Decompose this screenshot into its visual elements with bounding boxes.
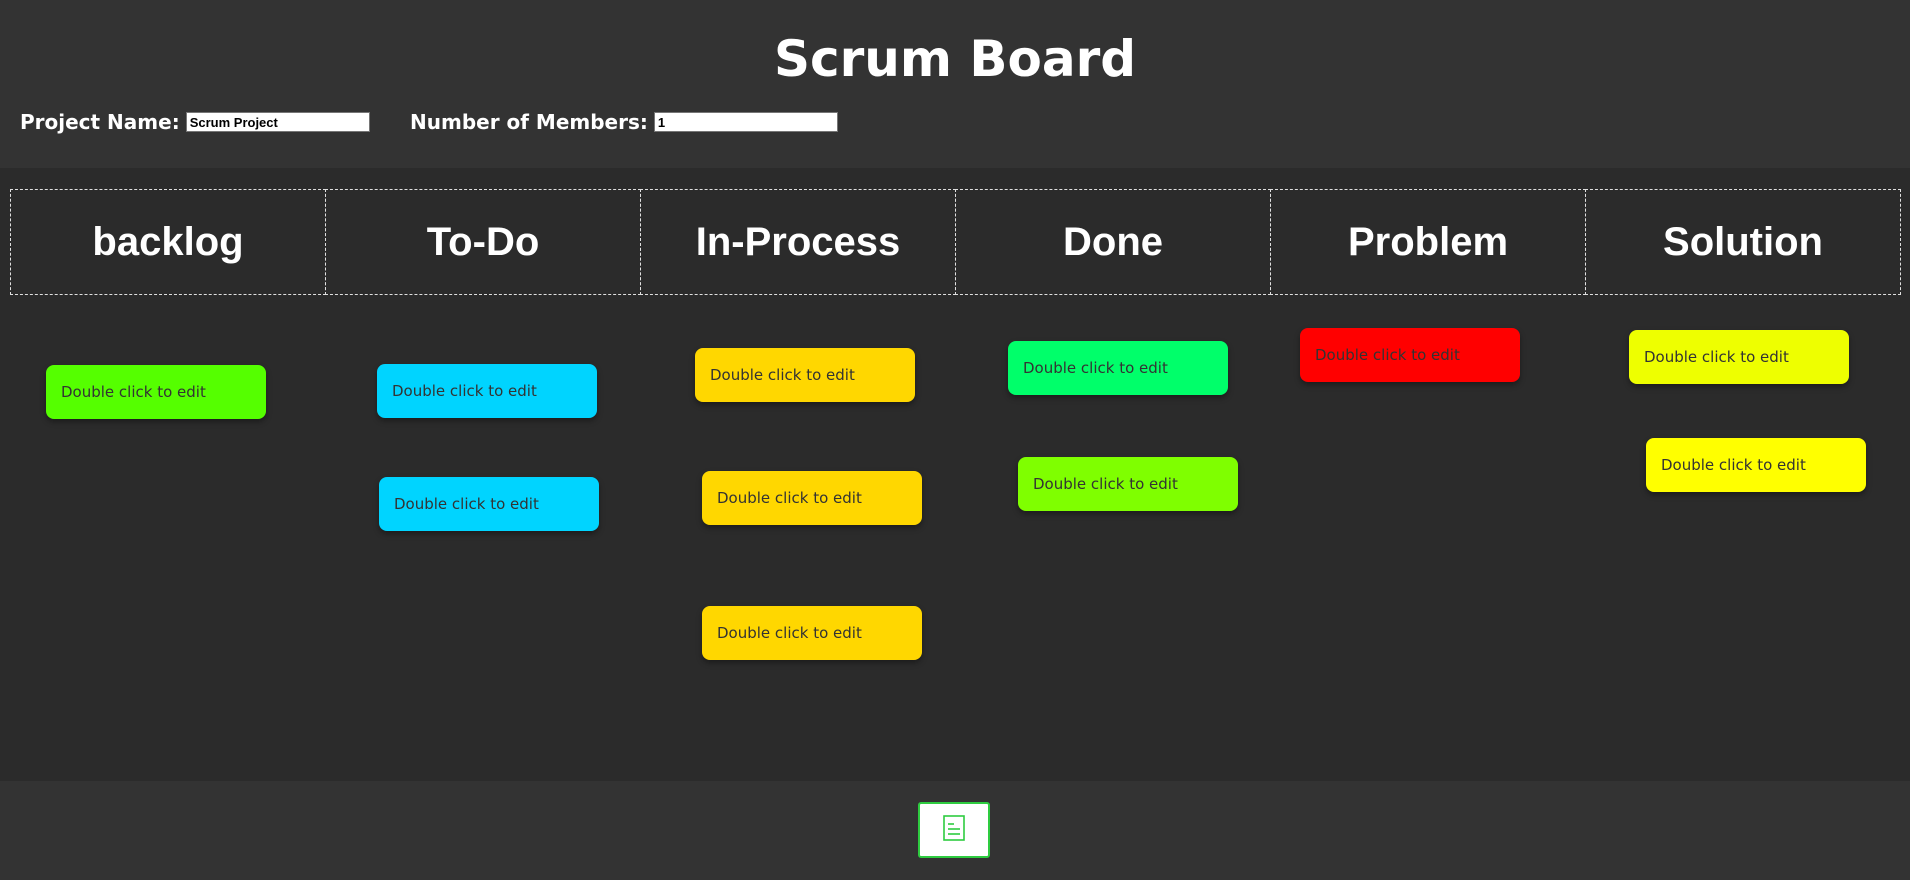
- members-input[interactable]: [653, 112, 838, 132]
- sticky-note-backlog[interactable]: Double click to edit: [46, 365, 266, 419]
- add-note-button[interactable]: [918, 802, 990, 858]
- sticky-note-todo[interactable]: Double click to edit: [379, 477, 599, 531]
- sticky-note-problem[interactable]: Double click to edit: [1300, 328, 1520, 382]
- column-header-backlog: backlog: [10, 189, 326, 295]
- sticky-note-in-process[interactable]: Double click to edit: [702, 471, 922, 525]
- column-header-done: Done: [955, 189, 1271, 295]
- sticky-note-solution[interactable]: Double click to edit: [1646, 438, 1866, 492]
- page-title: Scrum Board: [773, 30, 1137, 88]
- project-name-field: Project Name:: [20, 110, 370, 134]
- sticky-note-done[interactable]: Double click to edit: [1018, 457, 1238, 511]
- column-header-solution: Solution: [1585, 189, 1901, 295]
- project-name-input[interactable]: [185, 112, 370, 132]
- column-header-todo: To-Do: [325, 189, 641, 295]
- members-label: Number of Members:: [410, 110, 648, 134]
- column-header-in-process: In-Process: [640, 189, 956, 295]
- project-name-label: Project Name:: [20, 110, 180, 134]
- document-icon: [942, 814, 966, 847]
- members-field: Number of Members:: [410, 110, 838, 134]
- header: Scrum Board Project Name: Number of Memb…: [0, 0, 1910, 168]
- sticky-note-in-process[interactable]: Double click to edit: [702, 606, 922, 660]
- sticky-note-done[interactable]: Double click to edit: [1008, 341, 1228, 395]
- sticky-note-solution[interactable]: Double click to edit: [1629, 330, 1849, 384]
- column-header-problem: Problem: [1270, 189, 1586, 295]
- sticky-note-todo[interactable]: Double click to edit: [377, 364, 597, 418]
- sticky-note-in-process[interactable]: Double click to edit: [695, 348, 915, 402]
